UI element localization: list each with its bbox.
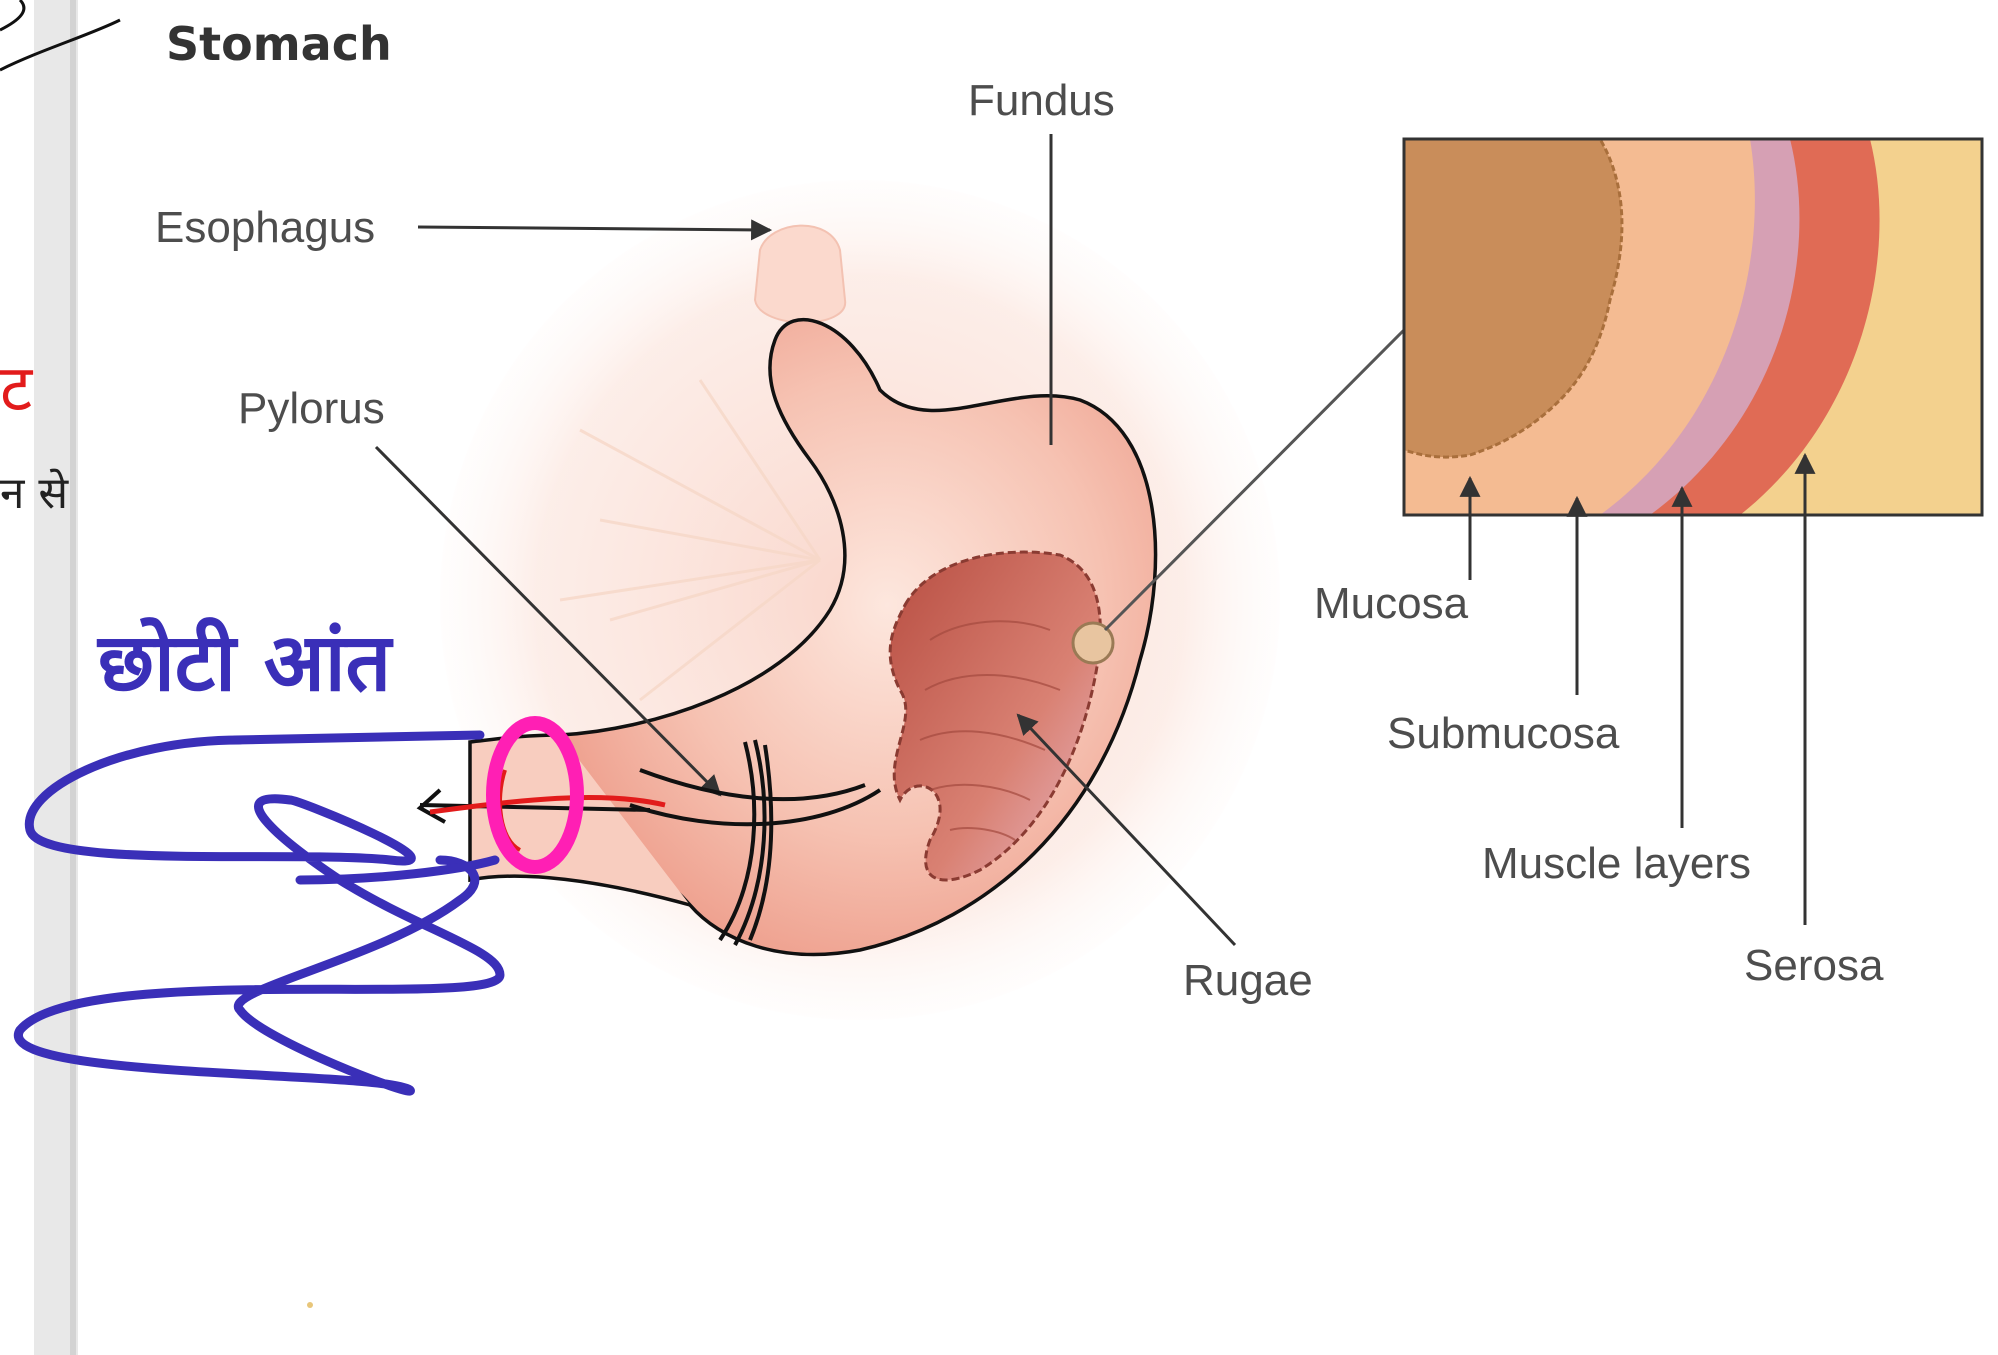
- label-pylorus: Pylorus: [238, 384, 385, 433]
- label-mucosa: Mucosa: [1314, 579, 1469, 628]
- blue-tube-line: [235, 735, 480, 740]
- esophagus-tube: [755, 226, 845, 323]
- label-esophagus: Esophagus: [155, 203, 375, 252]
- handwritten-note-small-intestine: छोटी आंत: [96, 616, 393, 709]
- label-submucosa: Submucosa: [1387, 709, 1620, 758]
- handwritten-margin-note: न से: [0, 468, 69, 519]
- handwritten-red-mark: ट: [0, 352, 34, 426]
- label-fundus: Fundus: [968, 76, 1115, 125]
- label-muscle-layers: Muscle layers: [1482, 839, 1751, 888]
- stray-dot: [307, 1302, 313, 1308]
- wall-layers-inset: [1404, 139, 1982, 515]
- blue-intestine-scribble: [18, 740, 500, 1091]
- label-serosa: Serosa: [1744, 941, 1884, 990]
- label-rugae: Rugae: [1183, 956, 1313, 1005]
- diagram-title: Stomach: [166, 17, 392, 71]
